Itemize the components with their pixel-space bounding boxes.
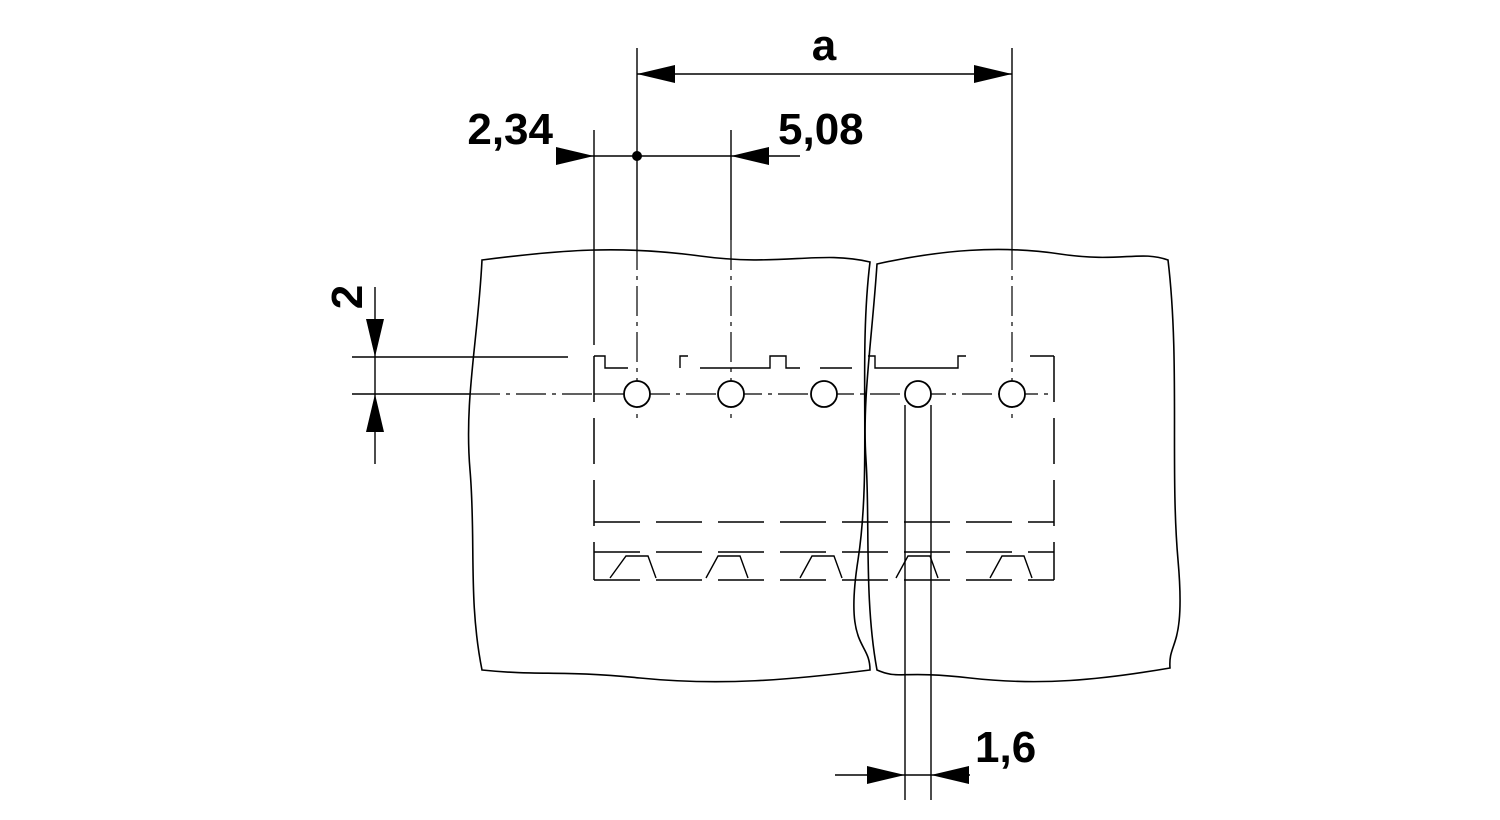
extension-lines	[352, 48, 1013, 800]
pcb-right-piece	[864, 248, 1181, 683]
drill-hole	[904, 380, 932, 408]
dimension-row-offset-label: 2	[323, 285, 372, 309]
drill-hole	[717, 380, 745, 408]
dimension-offset-label: 2,34	[467, 105, 553, 154]
dimension-hole-diameter: 1,6	[835, 723, 1036, 784]
latch-notches	[609, 555, 1033, 579]
drill-hole	[623, 380, 651, 408]
drill-holes	[623, 380, 1026, 408]
dimension-a: a	[637, 21, 1012, 83]
dimension-row-offset: 2	[323, 285, 384, 464]
dimension-a-label: a	[812, 21, 837, 70]
pcb-left-piece	[467, 248, 871, 683]
component-top-contour	[594, 355, 1054, 369]
reference-point	[632, 151, 642, 161]
dimension-pitch-label: 5,08	[778, 105, 864, 154]
drill-hole	[810, 380, 838, 408]
component-outline	[593, 356, 1055, 581]
dimension-offset-pitch: 2,34 5,08	[467, 105, 864, 165]
dimension-hole-diameter-label: 1,6	[975, 723, 1036, 772]
drill-hole	[998, 380, 1026, 408]
